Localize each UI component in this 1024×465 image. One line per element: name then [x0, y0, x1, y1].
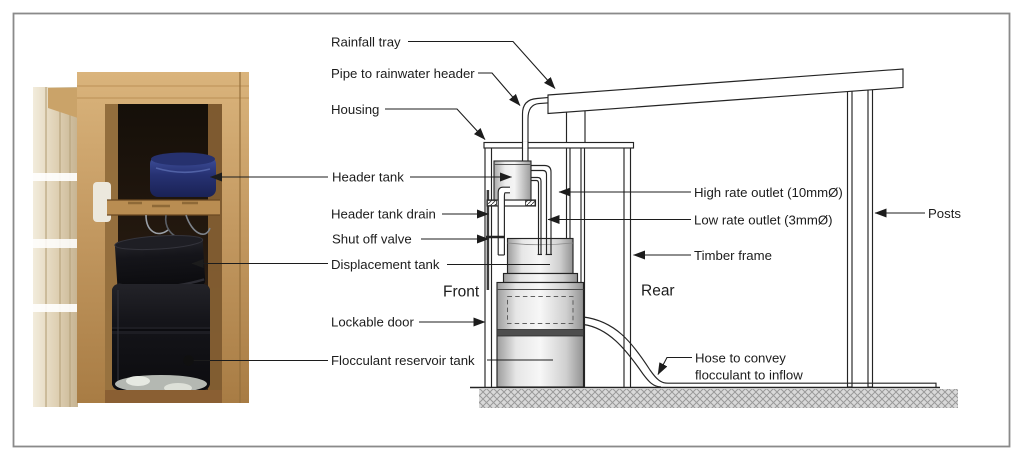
photo-residue [115, 375, 207, 393]
label-hose-line-2: flocculant to inflow [695, 368, 803, 383]
label-timber-frame: Timber frame [694, 248, 772, 263]
label-displacement-tank: Displacement tank [331, 257, 440, 272]
schematic-drawing [470, 68, 958, 408]
photo-right-jamb [208, 104, 222, 394]
photo-door-planks [33, 87, 78, 407]
label-high-rate-outlet: High rate outlet (10mmØ) [694, 185, 843, 200]
label-housing: Housing [331, 102, 379, 117]
photo-reservoir-dot [183, 355, 194, 366]
front-post [565, 109, 586, 144]
leader-lines [183, 40, 925, 375]
label-rear: Rear [641, 283, 675, 300]
housing-right-wall [623, 148, 632, 387]
leader-pipe-to-rainwater-header [478, 72, 521, 106]
photo-displacement-barrel [114, 235, 206, 291]
rainfall-tray-roof [547, 68, 904, 115]
flocculant-reservoir-drawing [496, 281, 585, 388]
label-lockable-door: Lockable door [331, 315, 414, 330]
label-posts: Posts [928, 206, 961, 221]
pipe-to-rainwater-header-drawing [521, 97, 548, 161]
label-hose-line-1: Hose to convey [695, 351, 786, 366]
rear-post-2 [867, 87, 874, 388]
leader-hose [657, 356, 692, 375]
label-shut-off-valve: Shut off valve [332, 232, 412, 247]
hose-drawing [583, 316, 937, 388]
reservoir-dashed-level [507, 296, 574, 324]
high-rate-outlet-pipe [531, 164, 552, 256]
photo-cloth [93, 182, 111, 222]
label-header-tank-drain: Header tank drain [331, 207, 436, 222]
photo-reservoir-barrel [112, 284, 210, 390]
label-rainfall-tray: Rainfall tray [331, 35, 401, 50]
label-flocculant-reservoir-tank: Flocculant reservoir tank [331, 353, 475, 368]
photo-housing-box [77, 72, 249, 403]
leader-housing [385, 108, 486, 140]
photo-floor [105, 390, 222, 403]
shelf-bracket-right [525, 200, 536, 206]
label-pipe-to-rainwater-header: Pipe to rainwater header [331, 66, 475, 81]
site-photo [33, 72, 249, 407]
low-rate-outlet-pipe [531, 176, 542, 256]
label-low-rate-outlet: Low rate outlet (3mmØ) [694, 213, 833, 228]
ground-hatch [479, 389, 958, 408]
label-header-tank: Header tank [332, 170, 404, 185]
leader-rainfall-tray [408, 40, 556, 89]
housing-left-wall [484, 148, 493, 387]
header-tank-shelf [486, 199, 537, 207]
displacement-tank-drawing [502, 237, 579, 284]
figure-border [12, 12, 1011, 448]
figure-labels: Rainfall tray Pipe to rainwater header H… [331, 35, 961, 383]
housing-top-plate [483, 141, 635, 149]
label-front: Front [443, 284, 480, 301]
reservoir-band [496, 329, 584, 337]
shelf-bracket-left [487, 200, 497, 206]
photo-header-tank-blue [150, 152, 216, 197]
photo-shelf [107, 199, 220, 216]
rear-post-1 [846, 89, 853, 388]
header-tank-drain-pipe [486, 186, 510, 256]
